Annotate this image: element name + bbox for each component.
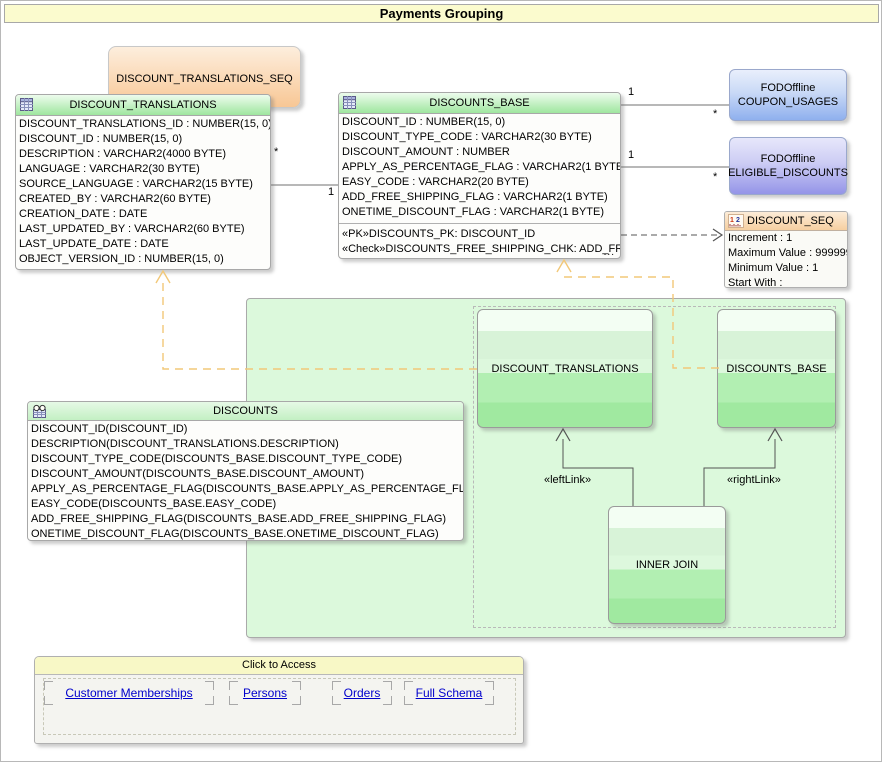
column-list: DISCOUNT_ID : NUMBER(15, 0) DISCOUNT_TYP… bbox=[339, 114, 620, 220]
column-row: DESCRIPTION : VARCHAR2(4000 BYTE) bbox=[19, 148, 227, 160]
view-column-row: ONETIME_DISCOUNT_FLAG(DISCOUNTS_BASE.ONE… bbox=[31, 528, 439, 540]
table-header: DISCOUNT_TRANSLATIONS bbox=[16, 95, 270, 116]
link-customer-memberships[interactable]: Customer Memberships bbox=[44, 681, 214, 705]
external-table-eligible-discounts[interactable]: FODOffline ELIGIBLE_DISCOUNTS bbox=[728, 137, 848, 195]
external-name: ELIGIBLE_DISCOUNTS bbox=[728, 167, 848, 179]
constraint-list: «PK»DISCOUNTS_PK: DISCOUNT_ID «Check»DIS… bbox=[339, 223, 620, 258]
inner-join-node[interactable]: INNER JOIN bbox=[608, 506, 726, 624]
view-column-list: DISCOUNT_ID(DISCOUNT_ID) DESCRIPTION(DIS… bbox=[28, 421, 463, 540]
join-node-label: DISCOUNT_TRANSLATIONS bbox=[491, 362, 639, 375]
page-title: Payments Grouping bbox=[4, 4, 879, 23]
sequence-label: DISCOUNT_TRANSLATIONS_SEQ bbox=[116, 73, 293, 85]
multiplicity-label: 1 bbox=[628, 149, 635, 161]
join-node-label: DISCOUNTS_BASE bbox=[726, 362, 827, 375]
column-row: LAST_UPDATE_DATE : DATE bbox=[19, 238, 169, 250]
join-node-discount-translations[interactable]: DISCOUNT_TRANSLATIONS bbox=[477, 309, 653, 428]
column-row: ONETIME_DISCOUNT_FLAG : VARCHAR2(1 BYTE) bbox=[342, 206, 605, 218]
column-row: DISCOUNT_AMOUNT : NUMBER bbox=[342, 146, 510, 158]
arrowhead bbox=[712, 228, 724, 242]
link-text[interactable]: Persons bbox=[242, 686, 288, 700]
link-orders[interactable]: Orders bbox=[332, 681, 392, 705]
column-row: APPLY_AS_PERCENTAGE_FLAG : VARCHAR2(1 BY… bbox=[342, 161, 620, 173]
column-row: CREATION_DATE : DATE bbox=[19, 208, 148, 220]
table-title: DISCOUNT_TRANSLATIONS bbox=[69, 99, 217, 111]
link-text[interactable]: Customer Memberships bbox=[65, 686, 193, 700]
external-table-coupon-usages[interactable]: FODOffline COUPON_USAGES bbox=[729, 69, 847, 121]
column-row: CREATED_BY : VARCHAR2(60 BYTE) bbox=[19, 193, 211, 205]
multiplicity-label: 1 bbox=[628, 86, 635, 98]
external-name: COUPON_USAGES bbox=[737, 96, 839, 108]
external-schema: FODOffline bbox=[760, 153, 816, 165]
view-column-row: DESCRIPTION(DISCOUNT_TRANSLATIONS.DESCRI… bbox=[31, 438, 339, 450]
link-full-schema[interactable]: Full Schema bbox=[404, 681, 494, 705]
multiplicity-label: * bbox=[713, 108, 718, 120]
access-panel-dashed-border bbox=[43, 678, 516, 735]
column-row: SOURCE_LANGUAGE : VARCHAR2(15 BYTE) bbox=[19, 178, 253, 190]
view-column-row: ADD_FREE_SHIPPING_FLAG(DISCOUNTS_BASE.AD… bbox=[31, 513, 447, 525]
table-title: DISCOUNTS_BASE bbox=[429, 97, 530, 109]
sequence-property: Minimum Value : 1 bbox=[728, 262, 819, 274]
column-row: DISCOUNT_TYPE_CODE : VARCHAR2(30 BYTE) bbox=[342, 131, 592, 143]
table-node-discount-translations[interactable]: DISCOUNT_TRANSLATIONS DISCOUNT_TRANSLATI… bbox=[15, 94, 271, 270]
link-text[interactable]: Orders bbox=[343, 686, 381, 700]
arrowhead bbox=[556, 258, 572, 273]
column-row: DISCOUNT_ID : NUMBER(15, 0) bbox=[19, 133, 183, 145]
view-node-discounts[interactable]: DISCOUNTS DISCOUNT_ID(DISCOUNT_ID) DESCR… bbox=[27, 401, 464, 541]
column-row: DISCOUNT_TRANSLATIONS_ID : NUMBER(15, 0) bbox=[19, 118, 270, 130]
sequence-property: Maximum Value : 9999999 bbox=[728, 247, 847, 259]
view-column-row: DISCOUNT_AMOUNT(DISCOUNTS_BASE.DISCOUNT_… bbox=[31, 468, 365, 480]
access-panel: Click to Access Customer Memberships Per… bbox=[34, 656, 524, 744]
column-row: LANGUAGE : VARCHAR2(30 BYTE) bbox=[19, 163, 200, 175]
table-grid-icon bbox=[20, 98, 33, 118]
view-column-row: APPLY_AS_PERCENTAGE_FLAG(DISCOUNTS_BASE.… bbox=[31, 483, 463, 495]
view-column-row: EASY_CODE(DISCOUNTS_BASE.EASY_CODE) bbox=[31, 498, 277, 510]
column-list: DISCOUNT_TRANSLATIONS_ID : NUMBER(15, 0)… bbox=[16, 116, 270, 267]
table-grid-icon bbox=[343, 96, 356, 116]
sequence-property: Increment : 1 bbox=[728, 232, 793, 244]
table-node-discounts-base[interactable]: DISCOUNTS_BASE DISCOUNT_ID : NUMBER(15, … bbox=[338, 92, 621, 259]
view-title: DISCOUNTS bbox=[213, 405, 278, 417]
external-schema: FODOffline bbox=[760, 82, 816, 94]
link-text[interactable]: Full Schema bbox=[415, 686, 483, 700]
column-row: OBJECT_VERSION_ID : NUMBER(15, 0) bbox=[19, 253, 224, 265]
arrowhead bbox=[155, 269, 171, 284]
multiplicity-label: * bbox=[713, 171, 718, 183]
column-row: ADD_FREE_SHIPPING_FLAG : VARCHAR2(1 BYTE… bbox=[342, 191, 608, 203]
view-column-row: DISCOUNT_TYPE_CODE(DISCOUNTS_BASE.DISCOU… bbox=[31, 453, 403, 465]
constraint-row: «PK»DISCOUNTS_PK: DISCOUNT_ID bbox=[342, 228, 536, 240]
constraint-row: «Check»DISCOUNTS_FREE_SHIPPING_CHK: ADD_… bbox=[342, 243, 620, 255]
table-header: DISCOUNTS_BASE bbox=[339, 93, 620, 114]
column-row: DISCOUNT_ID : NUMBER(15, 0) bbox=[342, 116, 506, 128]
join-node-discounts-base[interactable]: DISCOUNTS_BASE bbox=[717, 309, 836, 428]
multiplicity-label: * bbox=[274, 146, 279, 158]
inner-join-label: INNER JOIN bbox=[635, 559, 699, 571]
multiplicity-label: 1 bbox=[328, 186, 335, 198]
truncation-ellipsis: ... bbox=[603, 247, 615, 258]
column-row: EASY_CODE : VARCHAR2(20 BYTE) bbox=[342, 176, 529, 188]
column-row: LAST_UPDATED_BY : VARCHAR2(60 BYTE) bbox=[19, 223, 245, 235]
link-persons[interactable]: Persons bbox=[229, 681, 301, 705]
sequence-title: DISCOUNT_SEQ bbox=[747, 215, 834, 227]
view-header: DISCOUNTS bbox=[28, 402, 463, 421]
right-link-label: «rightLink» bbox=[727, 474, 781, 486]
left-link-label: «leftLink» bbox=[544, 474, 592, 486]
sequence-property: Start With : bbox=[728, 277, 783, 288]
view-column-row: DISCOUNT_ID(DISCOUNT_ID) bbox=[31, 423, 188, 435]
view-glasses-icon bbox=[32, 404, 47, 424]
svg-text:1: 1 bbox=[730, 217, 734, 224]
access-panel-title: Click to Access bbox=[35, 657, 523, 675]
svg-text:2: 2 bbox=[736, 217, 740, 224]
